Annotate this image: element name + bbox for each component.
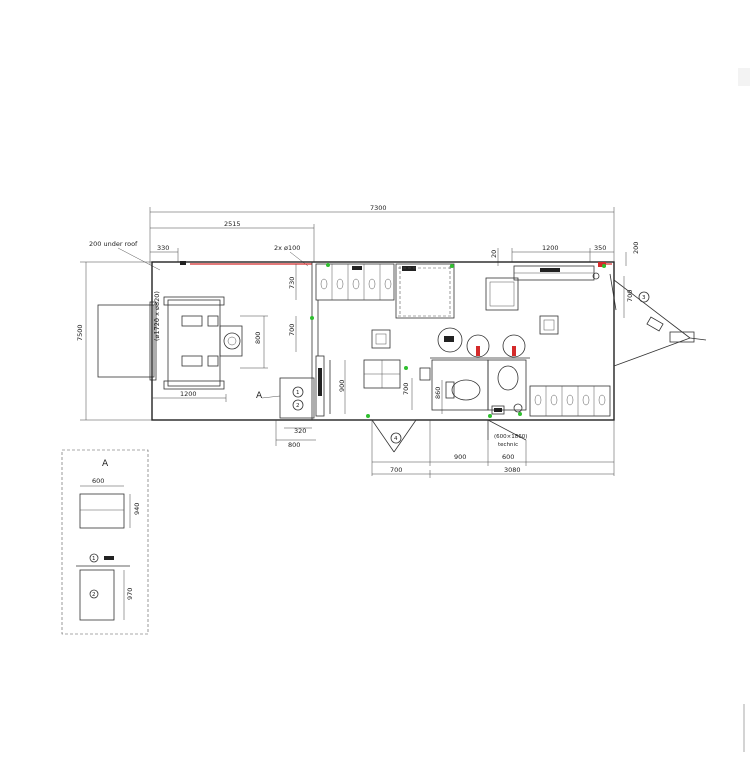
dim-700-left: 700	[288, 324, 296, 336]
dim-200: 200	[632, 242, 640, 254]
dim-20: 20	[490, 250, 498, 258]
dim-1200-bottom: 1200	[180, 390, 197, 398]
circle-4: 4	[394, 436, 398, 442]
dim-350: 350	[594, 244, 606, 252]
circle-2: 2	[296, 403, 300, 409]
bottom-dimensions: 900 600 700 3080	[371, 420, 615, 478]
detail-width-600: 600	[92, 477, 104, 485]
technic-size: (600×1860)	[494, 434, 527, 440]
dim-330: 330	[157, 244, 169, 252]
dim-800-bottom: 800	[288, 441, 300, 449]
dim-900-bench: 900	[338, 380, 346, 392]
top-dimensions: 7300 2515 330 200 under roof 2x ø100 120…	[89, 204, 640, 271]
dim-860: 860	[434, 387, 442, 399]
label-awning-size: (ø1720 x ø820)	[153, 291, 161, 341]
dim-3080: 3080	[504, 466, 521, 474]
left-dimensions: 7500	[76, 261, 152, 421]
awning: (ø1720 x ø820)	[97, 291, 161, 381]
dim-1200-top: 1200	[542, 244, 559, 252]
bathroom	[430, 277, 559, 415]
dim-width-7500: 7500	[76, 324, 84, 341]
detail-circle-2: 2	[92, 592, 96, 598]
detail-height-940: 940	[133, 503, 141, 515]
dim-600-tech: 600	[502, 453, 514, 461]
drawbar: 700 3	[609, 273, 707, 367]
dim-900-bath: 900	[454, 453, 466, 461]
label-pipes: 2x ø100	[274, 244, 300, 252]
circle-1: 1	[296, 390, 300, 396]
dim-overall-length: 7300	[370, 204, 387, 212]
dim-700-door: 700	[390, 466, 402, 474]
label-under-roof: 200 under roof	[89, 240, 138, 248]
technic-label: technic	[498, 442, 518, 448]
detail-a: A 600 940 1 2 970	[61, 449, 149, 635]
section-marker-a: A	[256, 391, 263, 401]
green-markers	[310, 263, 606, 418]
edge-artefact-top	[738, 68, 750, 86]
dim-730: 730	[288, 277, 296, 289]
detail-title: A	[102, 459, 109, 469]
circle-3: 3	[642, 295, 646, 301]
detail-height-970: 970	[126, 588, 134, 600]
dim-2515: 2515	[224, 220, 241, 228]
galley-right	[513, 265, 611, 417]
dim-320: 320	[294, 427, 306, 435]
galley-left: 730 700 900 1 2 320 800	[275, 262, 416, 449]
dim-700-mid: 700	[402, 383, 410, 395]
trailer-outline	[151, 261, 615, 421]
centre-area: 700 860	[363, 263, 463, 414]
dim-700-right: 700	[626, 290, 634, 302]
dining-area: 800 1200 A	[152, 296, 281, 402]
detail-circle-1: 1	[92, 556, 96, 562]
dim-800-table: 800	[254, 332, 262, 344]
entry-door: 4 (600×1860) technic	[371, 419, 527, 453]
